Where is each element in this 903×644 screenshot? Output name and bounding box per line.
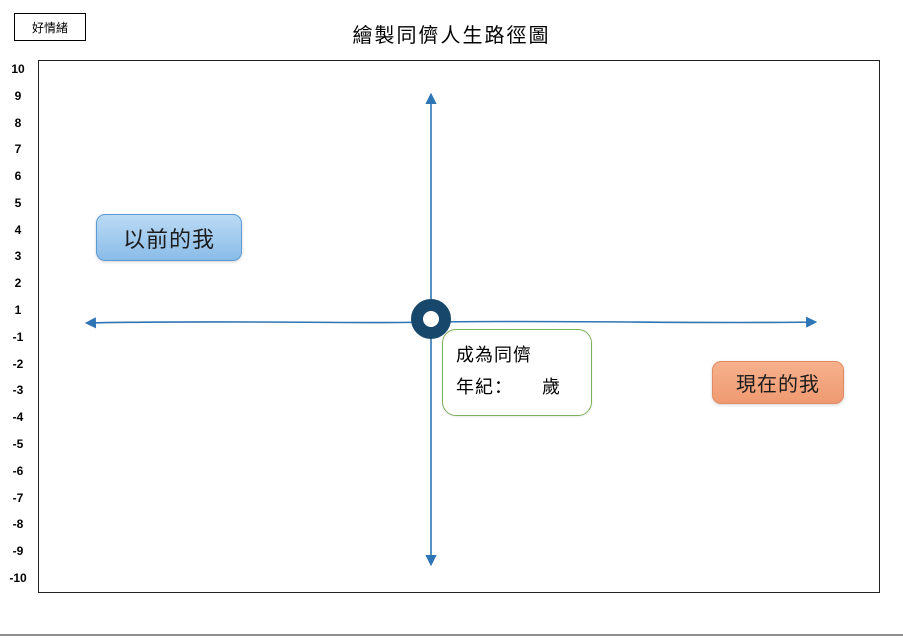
- y-axis-tick: -10: [9, 570, 27, 585]
- bottom-divider: [0, 634, 903, 636]
- origin-ring: [411, 299, 451, 339]
- y-axis-tick: -6: [12, 463, 24, 478]
- y-axis-tick: 3: [14, 249, 22, 264]
- y-axis-tick: -7: [12, 490, 24, 505]
- y-axis-tick: -9: [12, 544, 24, 559]
- y-axis-tick: -3: [12, 383, 24, 398]
- y-axis-tick: 10: [11, 62, 25, 76]
- y-axis-tick: -4: [12, 410, 24, 425]
- y-axis-tick: 2: [14, 276, 22, 291]
- y-axis-tick: 9: [14, 88, 22, 103]
- past-self-label: 以前的我: [96, 214, 242, 261]
- mood-label-box: 好情緒: [14, 13, 86, 41]
- y-axis-tick: -5: [12, 436, 24, 451]
- page-title: 繪製同儕人生路徑圖: [352, 25, 551, 47]
- horizontal-axis-line: [84, 316, 818, 329]
- peer-box-line1: 成為同儕: [456, 345, 532, 365]
- y-axis-tick: -1: [12, 329, 24, 344]
- axes-canvas: [84, 92, 818, 567]
- y-axis-tick: 7: [14, 142, 22, 157]
- y-axis-tick: 5: [14, 195, 22, 210]
- present-self-label: 現在的我: [712, 361, 844, 404]
- y-axis-tick: 6: [14, 169, 22, 184]
- y-axis-labels: 10 9 8 7 6 5 4 3 2 1 -1 -2 -3 -4 -5 -6 -7 -8 -9 -10: [1, 62, 35, 585]
- y-axis-tick: 1: [14, 303, 22, 318]
- plot-area: [38, 60, 880, 593]
- y-axis-tick: 8: [14, 115, 22, 130]
- mood-label: 好情緒: [31, 20, 68, 35]
- peer-age-box: 成為同儕 年紀： 歲: [442, 329, 592, 416]
- y-axis-tick: -8: [12, 517, 24, 532]
- peer-box-line2: 年紀： 歲: [456, 377, 561, 397]
- y-axis-tick: -2: [12, 356, 24, 371]
- y-axis-tick: 4: [14, 222, 22, 237]
